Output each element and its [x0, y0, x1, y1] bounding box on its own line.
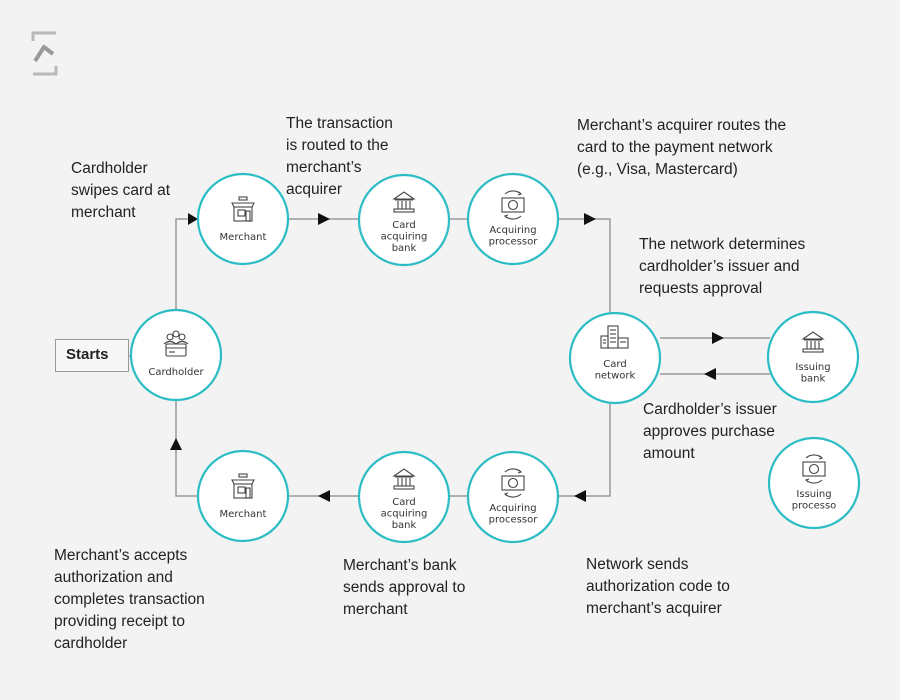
node-cardholder: Cardholder — [129, 308, 223, 402]
node-merchant-bottom: Merchant — [196, 449, 290, 543]
start-box: Starts — [55, 339, 129, 372]
caption-step-6: Network sends authorization code to merc… — [586, 556, 730, 617]
caption-step-8: Merchant’s accepts authorization and com… — [54, 547, 205, 652]
node-label: Merchant — [220, 232, 267, 243]
arrow-left-issuer-approval — [704, 368, 716, 380]
line-network-to-bottom-processor — [559, 403, 611, 497]
arrow-right-3 — [584, 213, 596, 225]
arrow-right-issuer-request — [712, 332, 724, 344]
caption-step-1: Cardholder swipes card at merchant — [71, 160, 171, 221]
flow-arrows — [170, 213, 724, 502]
arrow-left-1 — [574, 490, 586, 502]
arrow-right-2 — [318, 213, 330, 225]
arrow-up-to-cardholder — [170, 438, 182, 450]
line-bottom-merchant-to-cardholder — [175, 401, 198, 497]
caption-step-2: The transaction is routed to the merchan… — [286, 115, 393, 198]
caption-step-4: The network determines cardholder’s issu… — [639, 236, 806, 297]
arrow-right-1 — [188, 213, 198, 225]
arrow-left-2 — [318, 490, 330, 502]
line-cardholder-to-merchant — [175, 218, 198, 310]
caption-step-7: Merchant’s bank sends approval to mercha… — [343, 557, 466, 618]
line-processor-to-network — [559, 218, 611, 313]
start-label: Starts — [66, 346, 109, 363]
node-label: Cardholder — [148, 367, 204, 378]
node-label: Merchant — [220, 509, 267, 520]
brand-logo-icon — [31, 31, 58, 76]
node-merchant-top: Merchant — [196, 172, 290, 266]
caption-step-3: Merchant’s acquirer routes the card to t… — [577, 117, 787, 178]
flow-lines — [129, 218, 770, 497]
caption-step-5: Cardholder’s issuer approves purchase am… — [643, 401, 777, 462]
